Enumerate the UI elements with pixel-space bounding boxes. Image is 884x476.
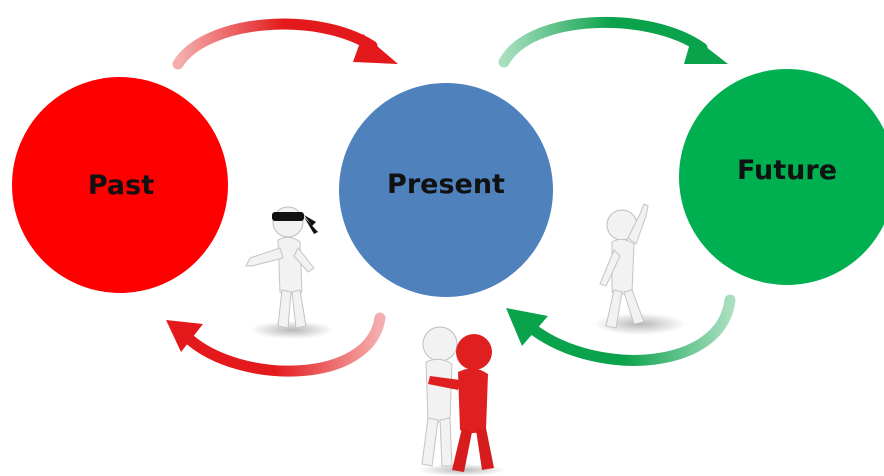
- arrow-present-to-future: [498, 16, 728, 68]
- circle-future-label: Future: [737, 155, 837, 186]
- pointing-figure-icon: [594, 203, 686, 335]
- circle-present-label: Present: [387, 169, 505, 200]
- circle-future: Future: [679, 69, 884, 285]
- circle-past-label: Past: [88, 170, 154, 201]
- blindfolded-figure-icon: [245, 206, 334, 339]
- circle-past-shape: [12, 77, 228, 293]
- circle-future-shape: [679, 69, 884, 285]
- circle-past: Past: [12, 77, 228, 293]
- two-figures-embracing-icon: [418, 326, 506, 476]
- circle-present: Present: [339, 83, 553, 297]
- arrow-past-to-present: [172, 18, 398, 70]
- circle-present-shape: [339, 83, 553, 297]
- arrow-future-to-present: [506, 294, 736, 366]
- arrow-present-to-past: [166, 312, 386, 377]
